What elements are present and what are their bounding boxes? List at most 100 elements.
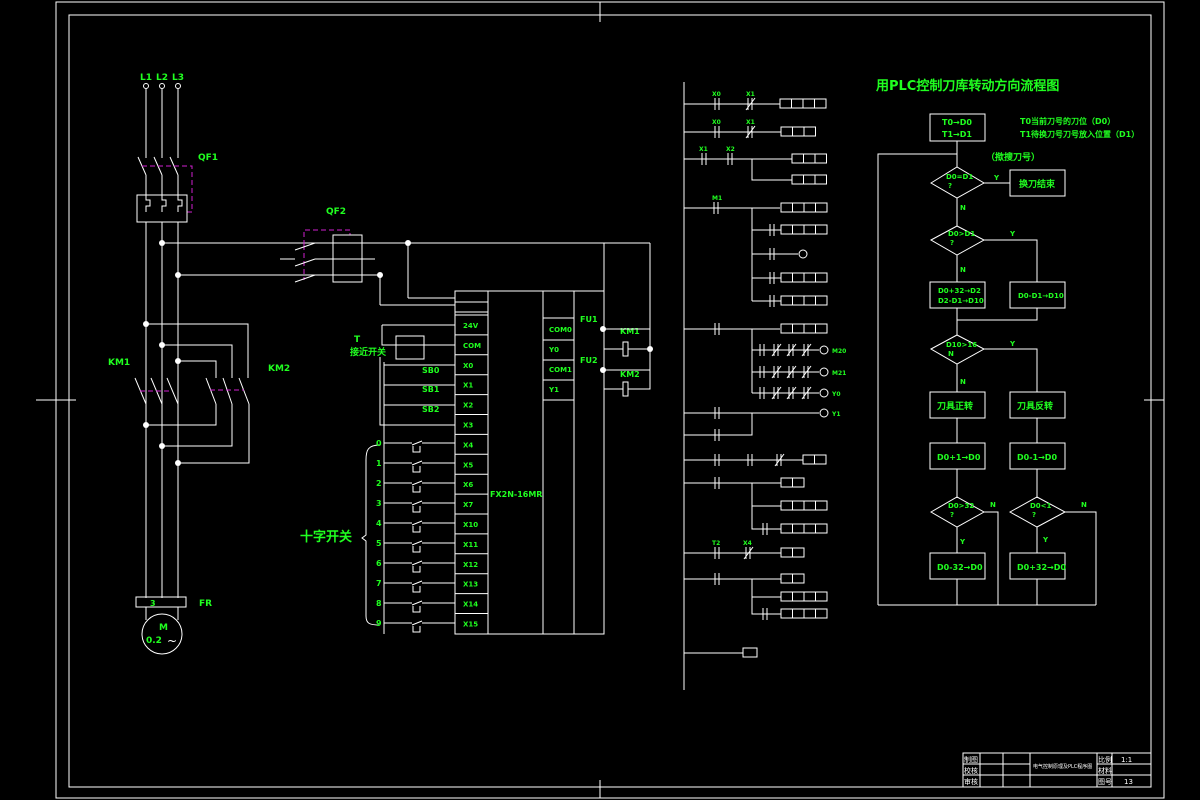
input-terminal: X5 <box>463 461 473 469</box>
ladder-label: X1 <box>746 91 755 98</box>
decision5-text: D0<1 <box>1030 502 1052 510</box>
decision2-q: ? <box>950 239 954 247</box>
ladder-label: X0 <box>712 91 721 98</box>
decision1-yes: Y <box>993 174 1000 182</box>
power-circuit: L1 L2 L3 QF1 KM1 KM2 <box>108 73 650 655</box>
end-box <box>1009 169 1066 197</box>
ladder-coil-label: M21 <box>832 370 846 377</box>
input-terminal: X2 <box>463 402 473 410</box>
proximity-switch-label: 接近开关 <box>350 346 386 358</box>
motor-rating: 0.2 <box>146 636 162 646</box>
tb-checked: 校核 <box>964 766 978 775</box>
tb-drawing-name: 电气控制原理及PLC程序图 <box>1033 763 1092 770</box>
cross-switch-position: 3 <box>376 499 382 508</box>
qf1-label: QF1 <box>198 153 218 163</box>
input-terminal: X11 <box>463 541 478 549</box>
ladder-label: X1 <box>699 146 708 153</box>
cross-switch-position: 5 <box>376 539 382 548</box>
note-line-2: T1待换刀号刀号放入位置（D1） <box>1020 129 1139 139</box>
cross-switch-position: 9 <box>376 619 382 628</box>
wrap-right-text: D0+32→D0 <box>1017 563 1066 572</box>
decision1-q: ? <box>948 182 952 190</box>
start-line-2: T1→D1 <box>942 130 972 139</box>
fr-label: FR <box>199 599 212 609</box>
tb-number-value: 13 <box>1124 778 1133 786</box>
wrap-left-text: D0-32→D0 <box>937 563 983 572</box>
input-terminal: X1 <box>463 382 473 390</box>
cross-switch-position: 1 <box>376 459 382 468</box>
cross-switch-position: 2 <box>376 479 382 488</box>
loop-label: （揿搜刀号） <box>986 151 1040 163</box>
phase-l3: L3 <box>172 73 184 83</box>
decision3-text: D10>16 <box>946 341 977 349</box>
input-terminal: X0 <box>463 362 473 370</box>
ladder-label: X1 <box>746 119 755 126</box>
qf2-label: QF2 <box>326 207 346 217</box>
decision-d10-gt-16 <box>929 334 986 365</box>
coil-km1: KM1 <box>620 327 640 336</box>
motor-label: M <box>159 623 168 633</box>
tb-scale-label: 比例 <box>1098 755 1112 764</box>
output-terminal: COM1 <box>549 366 572 374</box>
input-terminal: X3 <box>463 422 473 430</box>
cross-switch-position: 6 <box>376 559 382 568</box>
ladder-coil-label: Y0 <box>831 391 841 398</box>
end-instruction <box>742 647 758 658</box>
title-block: 制图 校核 审核 电气控制原理及PLC程序图 比例 1:1 材料 图号 13 <box>962 752 1152 788</box>
input-terminal: X15 <box>463 621 478 629</box>
km2-label: KM2 <box>268 364 290 374</box>
ladder-coil-label: M20 <box>832 348 846 355</box>
ac-symbol: ~ <box>167 634 177 648</box>
input-terminal: X14 <box>463 601 478 609</box>
decision2-no: N <box>960 266 966 274</box>
output-terminal: Y1 <box>548 386 559 394</box>
button-sb2: SB2 <box>422 405 439 414</box>
button-sb0: SB0 <box>422 366 440 375</box>
phase-l2: L2 <box>156 73 168 83</box>
fuse-fu1: FU1 <box>580 315 598 324</box>
cross-switch-position: 4 <box>376 519 382 528</box>
reverse-text: 刀具反转 <box>1017 400 1053 412</box>
calc-left-2: D2-D1→D10 <box>938 297 984 305</box>
ladder-label: X2 <box>726 146 735 153</box>
ladder-label: T2 <box>712 540 720 547</box>
input-terminal: X12 <box>463 561 478 569</box>
decision2-yes: Y <box>1009 230 1016 238</box>
proximity-switch <box>395 335 425 360</box>
input-terminal: X13 <box>463 581 478 589</box>
input-terminal: X7 <box>463 501 473 509</box>
input-terminal: COM <box>463 342 481 350</box>
tb-material-label: 材料 <box>1098 766 1112 775</box>
decision4-text: D0>32 <box>948 502 974 510</box>
button-sb1: SB1 <box>422 385 440 394</box>
calc-left-1: D0+32→D2 <box>938 287 981 295</box>
sheet-frame <box>36 1 1165 799</box>
end-box-text: 换刀结束 <box>1019 178 1056 190</box>
decision5-no: N <box>1081 501 1087 509</box>
plc-output-strip <box>542 290 575 635</box>
flowchart: 用PLC控制刀库转动方向流程图 T0→D0 T1→D1 T0当前刀号的刀位（D0… <box>875 78 1139 606</box>
km1-label: KM1 <box>108 358 130 368</box>
forward-text: 刀具正转 <box>937 400 973 412</box>
plc-model: FX2N-16MR <box>490 490 542 499</box>
decision5-q: ? <box>1032 511 1036 519</box>
decision3-no-2: N <box>960 378 966 386</box>
decision4-yes: Y <box>959 538 966 546</box>
tb-scale-value: 1:1 <box>1121 756 1132 764</box>
coil-km2: KM2 <box>620 370 640 379</box>
input-terminal: 24V <box>463 322 479 330</box>
tb-drawn: 制图 <box>964 755 978 764</box>
decision2-text: D0>D1 <box>948 230 975 238</box>
cross-switch-position: 7 <box>376 579 382 588</box>
ladder-label: M1 <box>712 195 722 202</box>
decision-d0-eq-d1 <box>930 166 986 199</box>
ladder-label: X0 <box>712 119 721 126</box>
plc-wiring: QF2 FX2N-16MR 24VCOMX0X1X2X3X4X5X6X7X10X… <box>280 207 653 635</box>
tb-number-label: 图号 <box>1098 778 1112 786</box>
decision1-text: D0=D1 <box>946 173 973 181</box>
calc-right-text: D0-D1→D10 <box>1018 292 1064 300</box>
flowchart-title: 用PLC控制刀库转动方向流程图 <box>875 78 1059 94</box>
output-terminal: COM0 <box>549 326 572 334</box>
